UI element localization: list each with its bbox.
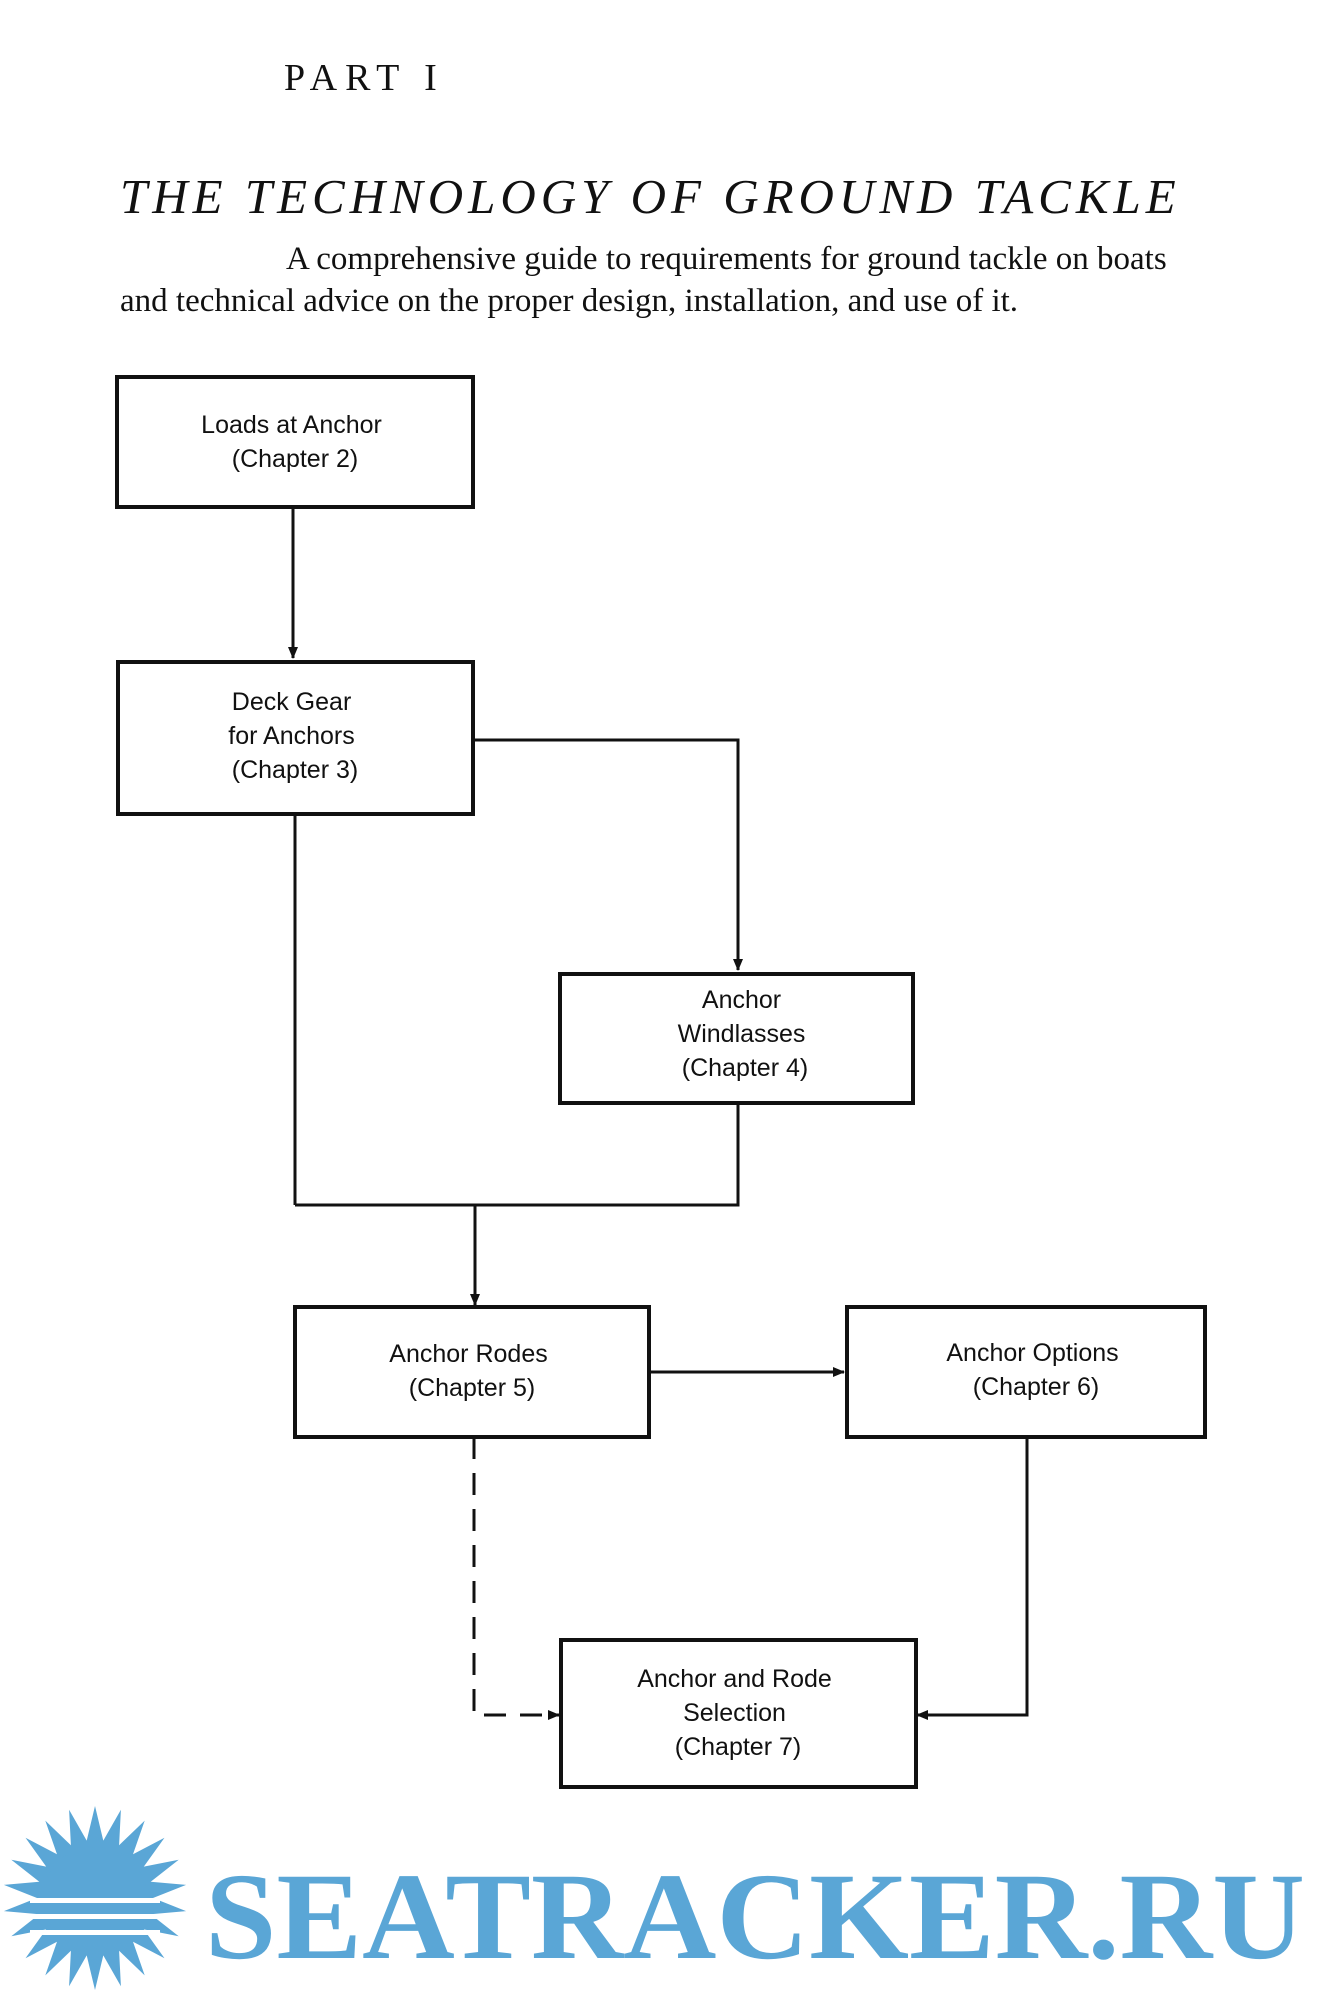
node-deck-line-2: for Anchors (228, 722, 354, 750)
edge-options-to-selection (916, 1437, 1029, 1720)
node-selection: Anchor and Rode Selection (Chapter 7) (559, 1638, 918, 1789)
node-selection-line-2: Selection (683, 1699, 786, 1727)
edge-deck-to-windlass (471, 738, 743, 971)
node-rodes-line-1: Anchor Rodes (389, 1340, 547, 1368)
node-windlass-line-2: Windlasses (678, 1020, 806, 1048)
edge-rodes-to-selection (472, 1437, 560, 1720)
svg-text:Anchor Rodes (Chapter 5): Anchor Rodes (Chapter 5) (389, 1340, 554, 1402)
sun-rays-icon (3, 1806, 187, 1990)
watermark-text: SEATRACKER.RU (205, 1848, 1305, 1985)
edge-windlass-down (295, 1103, 740, 1207)
node-windlass: Anchor Windlasses (Chapter 4) (558, 972, 915, 1105)
node-rodes-line-2: (Chapter 5) (409, 1374, 535, 1402)
part-heading: PART I (284, 57, 445, 99)
svg-text:Loads at Anchor (Chapter: Loads at Anchor (Chapter 2) (201, 411, 389, 473)
node-deck-line-1: Deck Gear (232, 688, 351, 716)
node-loads-line-2: (Chapter 2) (232, 445, 358, 473)
node-windlass-line-3: (Chapter 4) (682, 1054, 808, 1082)
svg-text:Anchor Options (Chapter: Anchor Options (Chapter 6) (946, 1339, 1125, 1401)
node-rodes: Anchor Rodes (Chapter 5) (293, 1305, 651, 1439)
page-title: THE TECHNOLOGY OF GROUND TACKLE (120, 169, 1181, 224)
watermark: SEATRACKER.RU (3, 1806, 1305, 1990)
svg-text:Anchor and Rode Selectio: Anchor and Rode Selection (Chapter 7) (637, 1665, 839, 1761)
node-windlass-line-1: Anchor (702, 986, 781, 1014)
flowchart: Loads at Anchor (Chapter 2) Deck Gear fo… (115, 375, 1207, 1789)
node-selection-line-1: Anchor and Rode (637, 1665, 832, 1693)
node-deck-line-3: (Chapter 3) (232, 756, 358, 784)
node-loads: Loads at Anchor (Chapter 2) (115, 375, 475, 509)
node-options-line-2: (Chapter 6) (973, 1373, 1099, 1401)
node-deck: Deck Gear for Anchors (Chapter 3) (116, 660, 475, 816)
node-selection-line-3: (Chapter 7) (675, 1733, 801, 1761)
page-subtitle: A comprehensive guide to requirements fo… (120, 241, 1167, 319)
node-options-line-1: Anchor Options (946, 1339, 1118, 1367)
node-options: Anchor Options (Chapter 6) (845, 1305, 1207, 1439)
node-loads-line-1: Loads at Anchor (201, 411, 382, 439)
svg-text:Anchor Windlasses: Anchor Windlasses (Chapter 4) (678, 986, 813, 1082)
svg-text:Deck Gear for Anchors: Deck Gear for Anchors (Chapter 3) (228, 688, 361, 784)
